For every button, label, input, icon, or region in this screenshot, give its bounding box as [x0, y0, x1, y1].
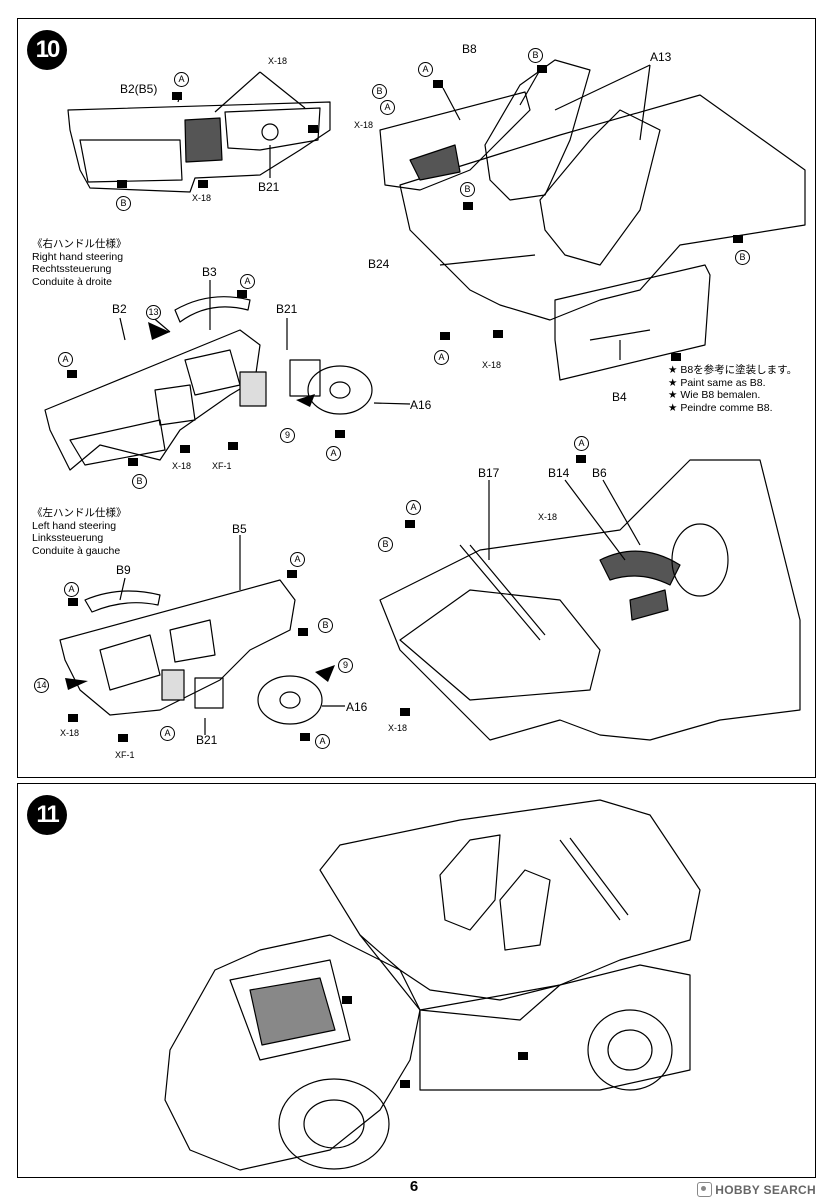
callout-9-rh: 9 — [280, 428, 295, 443]
paint-mark-b: B — [318, 618, 333, 633]
callout-14: 14 — [34, 678, 49, 693]
paint-mark-a: A — [326, 446, 341, 461]
label-b21-lh: B21 — [196, 733, 218, 747]
label-x18-door: X-18 — [354, 120, 374, 130]
watermark-logo-icon — [697, 1182, 713, 1197]
rh-steering-caption: 《右ハンドル仕様》 Right hand steering Rechtssteu… — [32, 238, 127, 288]
paint-mark-b: B — [528, 48, 543, 63]
label-b9: B9 — [116, 563, 131, 577]
direction-arrows — [65, 322, 335, 690]
label-b8: B8 — [462, 42, 477, 56]
paint-mark-a: A — [434, 350, 449, 365]
paint-mark-b: B — [116, 196, 131, 211]
paint-mark-a: A — [315, 734, 330, 749]
label-b21-rh: B21 — [276, 302, 298, 316]
paint-mark-a: A — [418, 62, 433, 77]
label-x18-seat: X-18 — [482, 360, 502, 370]
label-x18-tub: X-18 — [538, 512, 558, 522]
label-x18-dash: X-18 — [192, 193, 212, 203]
dashboard-illustration-top — [67, 71, 331, 193]
label-x18-bar: X-18 — [388, 723, 408, 733]
page-number: 6 — [409, 1178, 419, 1195]
label-b2-b5: B2(B5) — [120, 82, 158, 96]
label-b5: B5 — [232, 522, 247, 536]
paint-mark-b: B — [372, 84, 387, 99]
paint-mark-a: A — [58, 352, 73, 367]
label-x18-lh: X-18 — [60, 728, 80, 738]
paint-mark-a: A — [64, 582, 79, 597]
lh-steering-caption: 《左ハンドル仕様》 Left hand steering Linkssteuer… — [32, 507, 127, 557]
rh-dashboard-illustration — [44, 296, 373, 471]
paint-mark-a: A — [574, 436, 589, 451]
callout-13: 13 — [146, 305, 161, 320]
label-xf1-rh: XF-1 — [212, 461, 232, 471]
paint-mark-b: B — [460, 182, 475, 197]
paint-mark-a: A — [406, 500, 421, 515]
lh-dashboard-illustration — [59, 579, 323, 725]
paint-mark-b: B — [378, 537, 393, 552]
step-10-panel — [17, 18, 816, 778]
paint-note: ★ B8を参考に塗装します。 ★ Paint same as B8. ★ Wie… — [668, 364, 798, 414]
label-b24: B24 — [368, 257, 390, 271]
watermark: HOBBY SEARCH — [697, 1182, 816, 1197]
paint-mark-a: A — [380, 100, 395, 115]
label-b17: B17 — [478, 466, 500, 480]
step-11-badge: 11 — [27, 795, 67, 835]
label-a16-rh: A16 — [410, 398, 432, 412]
label-b3: B3 — [202, 265, 217, 279]
label-b6: B6 — [592, 466, 607, 480]
label-b21-top: B21 — [258, 180, 280, 194]
paint-mark-a: A — [174, 72, 189, 87]
label-x18-rh: X-18 — [172, 461, 192, 471]
label-x18-top: X-18 — [268, 56, 288, 66]
label-b4: B4 — [612, 390, 627, 404]
label-b2: B2 — [112, 302, 127, 316]
step-10-badge: 10 — [27, 30, 67, 70]
paint-mark-a: A — [290, 552, 305, 567]
label-b14: B14 — [548, 466, 570, 480]
screw-symbols — [67, 65, 743, 742]
label-a13: A13 — [650, 50, 672, 64]
callout-9-lh: 9 — [338, 658, 353, 673]
paint-mark-a: A — [160, 726, 175, 741]
label-a16-lh: A16 — [346, 700, 368, 714]
paint-mark-a: A — [240, 274, 255, 289]
paint-mark-b: B — [735, 250, 750, 265]
tub-with-steering-illustration — [379, 459, 801, 741]
paint-mark-b: B — [132, 474, 147, 489]
label-xf1-lh: XF-1 — [115, 750, 135, 760]
